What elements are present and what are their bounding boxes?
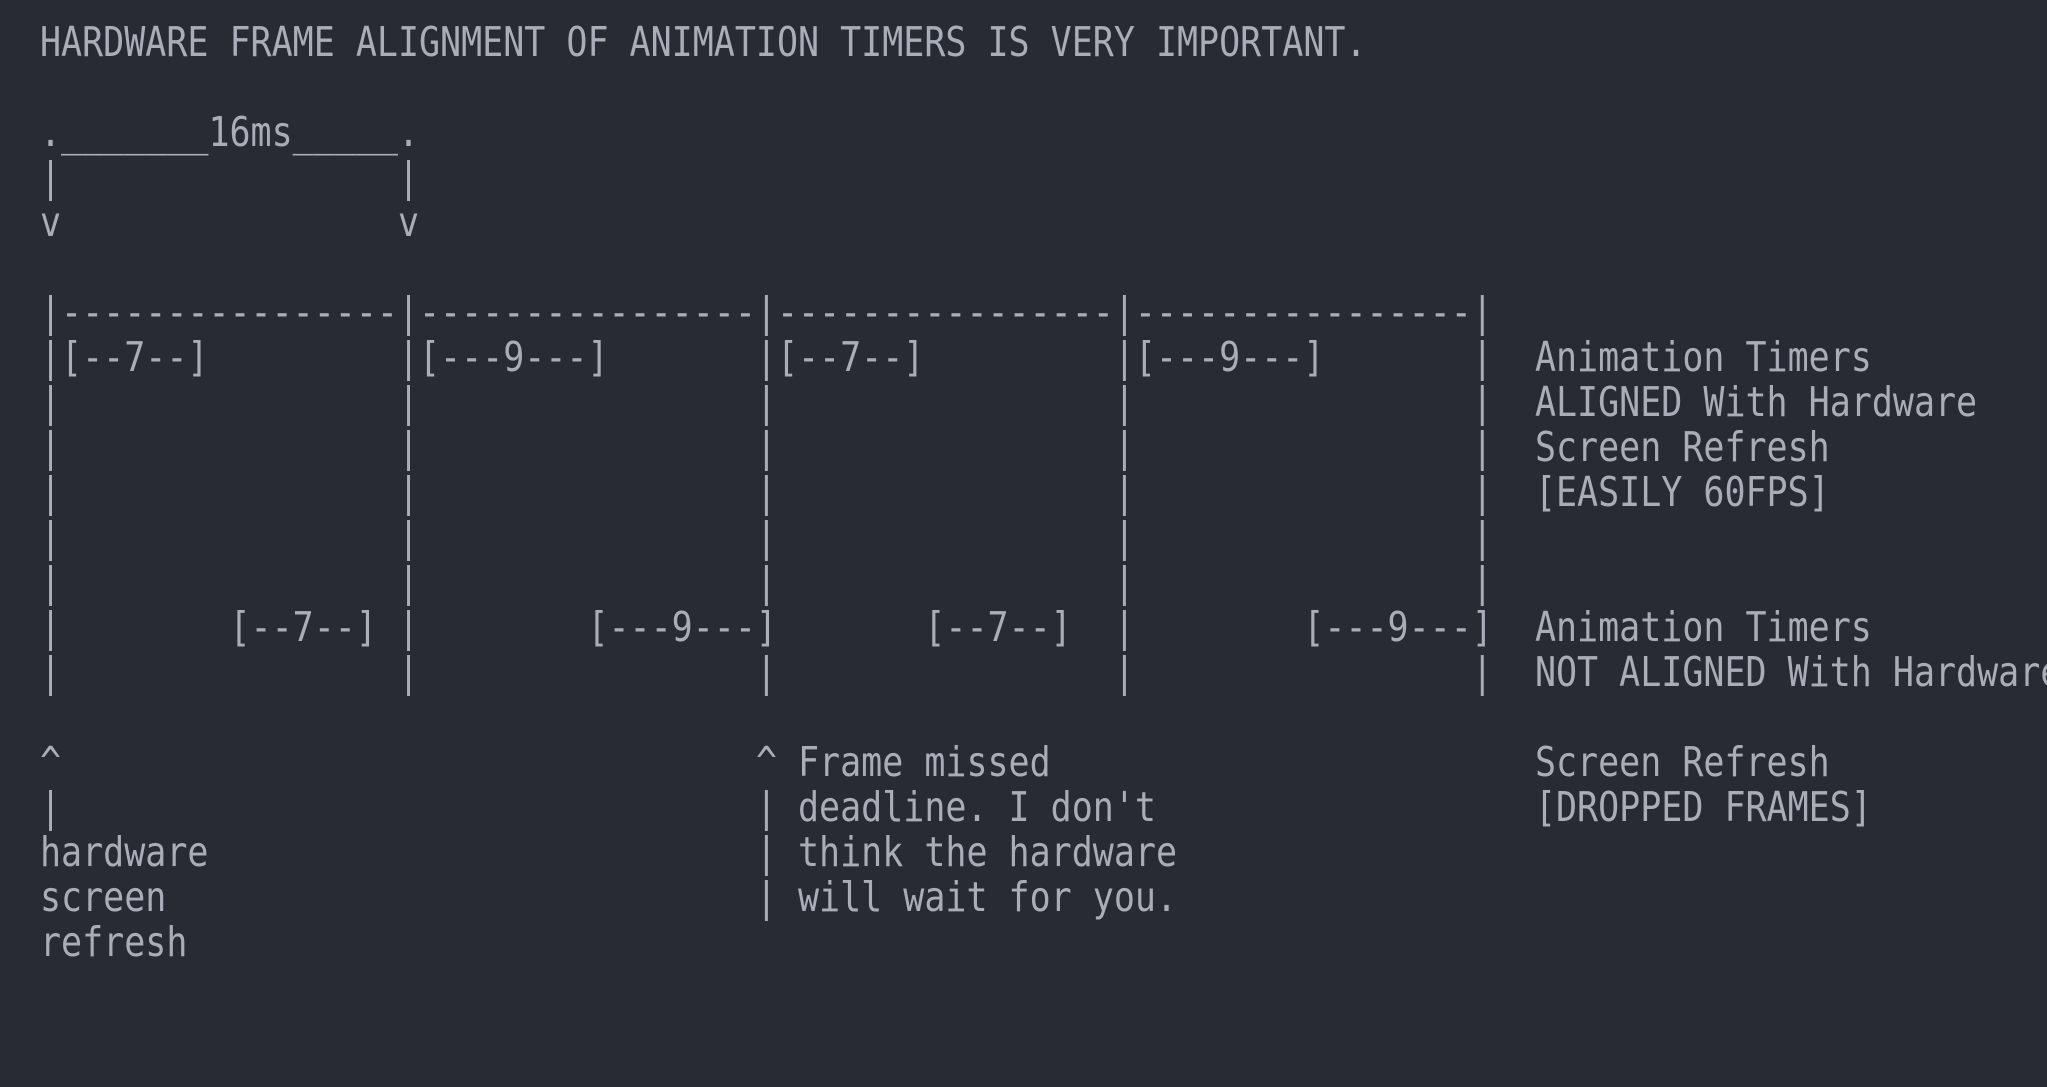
- frame-dividers-row: | | | | |: [40, 558, 1493, 606]
- diagram-title: HARDWARE FRAME ALIGNMENT OF ANIMATION TI…: [40, 18, 1367, 66]
- aligned-timers-row: |[--7--] |[---9---] |[--7--] |[---9---] …: [40, 333, 1872, 381]
- misaligned-label-row-2: | | | | | NOT ALIGNED With Hardware: [40, 648, 2047, 696]
- annotation-row-5: refresh: [40, 918, 188, 966]
- blank-line: [40, 65, 2047, 110]
- annotation-row-3: hardware | think the hardware: [40, 828, 1178, 876]
- blank-line: [40, 245, 2047, 290]
- misaligned-timers-row: | [--7--] | [---9---] [--7--] | [---9---…: [40, 603, 1872, 651]
- frame-duration-bracket: ._______16ms_____.: [40, 108, 420, 156]
- annotation-row-4: screen | will wait for you.: [40, 873, 1178, 921]
- frame-timeline-top: |----------------|----------------|-----…: [40, 288, 1493, 336]
- frame-alignment-ascii-diagram: HARDWARE FRAME ALIGNMENT OF ANIMATION TI…: [40, 20, 2047, 965]
- blank-line: [40, 695, 2047, 740]
- frame-dividers-row: | | | | |: [40, 513, 1493, 561]
- annotation-arrows-row: ^ ^ Frame missed Screen Refresh: [40, 738, 1830, 786]
- frame-duration-arrows: v v: [40, 198, 420, 246]
- aligned-label-row-3: | | | | | Screen Refresh: [40, 423, 1830, 471]
- annotation-row-2: | | deadline. I don't [DROPPED FRAMES]: [40, 783, 1872, 831]
- frame-duration-bracket-sides: | |: [40, 153, 420, 201]
- aligned-label-row-4: | | | | | [EASILY 60FPS]: [40, 468, 1830, 516]
- aligned-label-row-2: | | | | | ALIGNED With Hardware: [40, 378, 1978, 426]
